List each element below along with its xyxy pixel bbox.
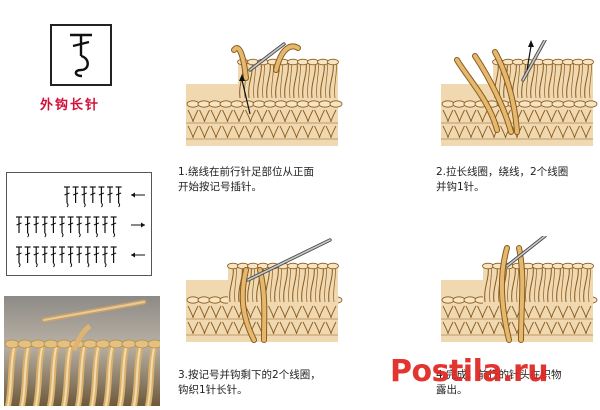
chart-stitch-symbol <box>93 216 100 238</box>
chart-stitch-symbol <box>72 186 79 203</box>
chart-stitch-symbol <box>33 246 40 268</box>
fabric-swatch <box>186 58 343 146</box>
step-3-illustration <box>180 236 345 346</box>
step-2-fabric <box>441 38 598 146</box>
chart-stitch-symbol <box>76 246 83 263</box>
chart-stitch-symbol <box>41 216 48 238</box>
crochet-hook-icon <box>505 234 547 268</box>
direction-arrow-icon <box>239 74 251 115</box>
chart-stitch-symbol <box>84 216 91 233</box>
caption-line: 拉长线圈，绕线，2个线圈 <box>446 166 569 178</box>
chart-stitch-symbol <box>59 216 65 238</box>
chart-stitch-symbol <box>89 186 96 203</box>
chart-stitch-symbol <box>102 246 108 268</box>
caption-line: 完成。前行的针头在织物 <box>446 369 562 381</box>
step-1-caption: 1.绕线在前行针足部位从正面 开始按记号插针。 <box>178 165 314 195</box>
chart-stitch-symbol <box>76 216 83 238</box>
chart-stitch-symbol <box>16 246 22 268</box>
row-direction-arrow-icon <box>131 222 145 228</box>
sample-photo-image <box>4 296 160 406</box>
stitch-chart-drawing <box>16 186 145 268</box>
row-direction-arrow-icon <box>131 252 145 258</box>
step-4-caption: 4.完成。前行的针头在织物 露出。 <box>436 368 562 398</box>
step-1-fabric <box>186 42 343 146</box>
chart-stitch-symbol <box>107 186 113 203</box>
caption-line: 按记号并钩剩下的2个线圈， <box>188 369 321 381</box>
chart-stitch-symbol <box>50 246 57 268</box>
caption-line: 露出。 <box>436 384 468 396</box>
direction-arrow-icon <box>526 40 534 71</box>
step-number: 2. <box>436 166 447 178</box>
chart-stitch-symbol <box>84 246 91 268</box>
watermark: Postila.ru <box>390 354 549 389</box>
working-yarn <box>239 267 268 343</box>
chart-stitch-symbol <box>93 246 100 263</box>
step-number: 1. <box>178 166 189 178</box>
chart-stitch-symbol <box>102 216 108 233</box>
step-1-illustration <box>180 40 345 150</box>
chart-stitch-symbol <box>24 246 31 263</box>
step-number: 3. <box>178 369 189 381</box>
chart-stitch-symbol <box>67 246 74 268</box>
sample-photo <box>4 296 160 406</box>
step-3-caption: 3.按记号并钩剩下的2个线圈， 钩织1针长针。 <box>178 368 321 398</box>
caption-line: 绕线在前行针足部位从正面 <box>188 166 315 178</box>
chart-stitch-symbol <box>24 216 31 238</box>
chart-stitch-symbol <box>81 186 88 208</box>
caption-line: 开始按记号插针。 <box>178 181 262 193</box>
chart-stitch-symbol <box>41 246 48 263</box>
caption-line: 并钩1针。 <box>436 181 485 193</box>
stitch-symbol-box <box>50 24 112 86</box>
step-number: 4. <box>436 369 447 381</box>
chart-stitch-symbol <box>59 246 65 263</box>
crochet-hook-icon <box>248 42 286 72</box>
chart-stitch-symbol <box>98 186 105 208</box>
chart-stitch-symbol <box>50 216 57 233</box>
chart-stitch-symbol <box>110 216 117 238</box>
step-2-illustration <box>435 38 600 150</box>
chart-stitch-symbol <box>33 216 40 233</box>
step-4-fabric <box>441 234 598 343</box>
stitch-title: 外钩长针 <box>40 98 101 113</box>
outer-post-double-crochet-symbol-icon <box>70 33 92 78</box>
chart-stitch-symbol <box>64 186 70 208</box>
chart-stitch-symbol <box>67 216 74 233</box>
step-2-caption: 2.拉长线圈，绕线，2个线圈 并钩1针。 <box>436 165 568 195</box>
stitch-chart <box>6 172 152 276</box>
working-yarn <box>231 43 301 81</box>
chart-stitch-symbol <box>16 216 22 233</box>
chart-stitch-symbol <box>115 186 122 208</box>
crochet-hook-icon <box>246 238 332 282</box>
caption-line: 钩织1针长针。 <box>178 384 248 396</box>
working-yarn <box>454 49 520 135</box>
chart-stitch-symbol <box>110 246 117 263</box>
row-direction-arrow-icon <box>131 192 145 198</box>
step-4-illustration <box>435 234 600 346</box>
step-3-fabric <box>186 238 343 343</box>
crochet-hook-icon <box>521 38 547 82</box>
